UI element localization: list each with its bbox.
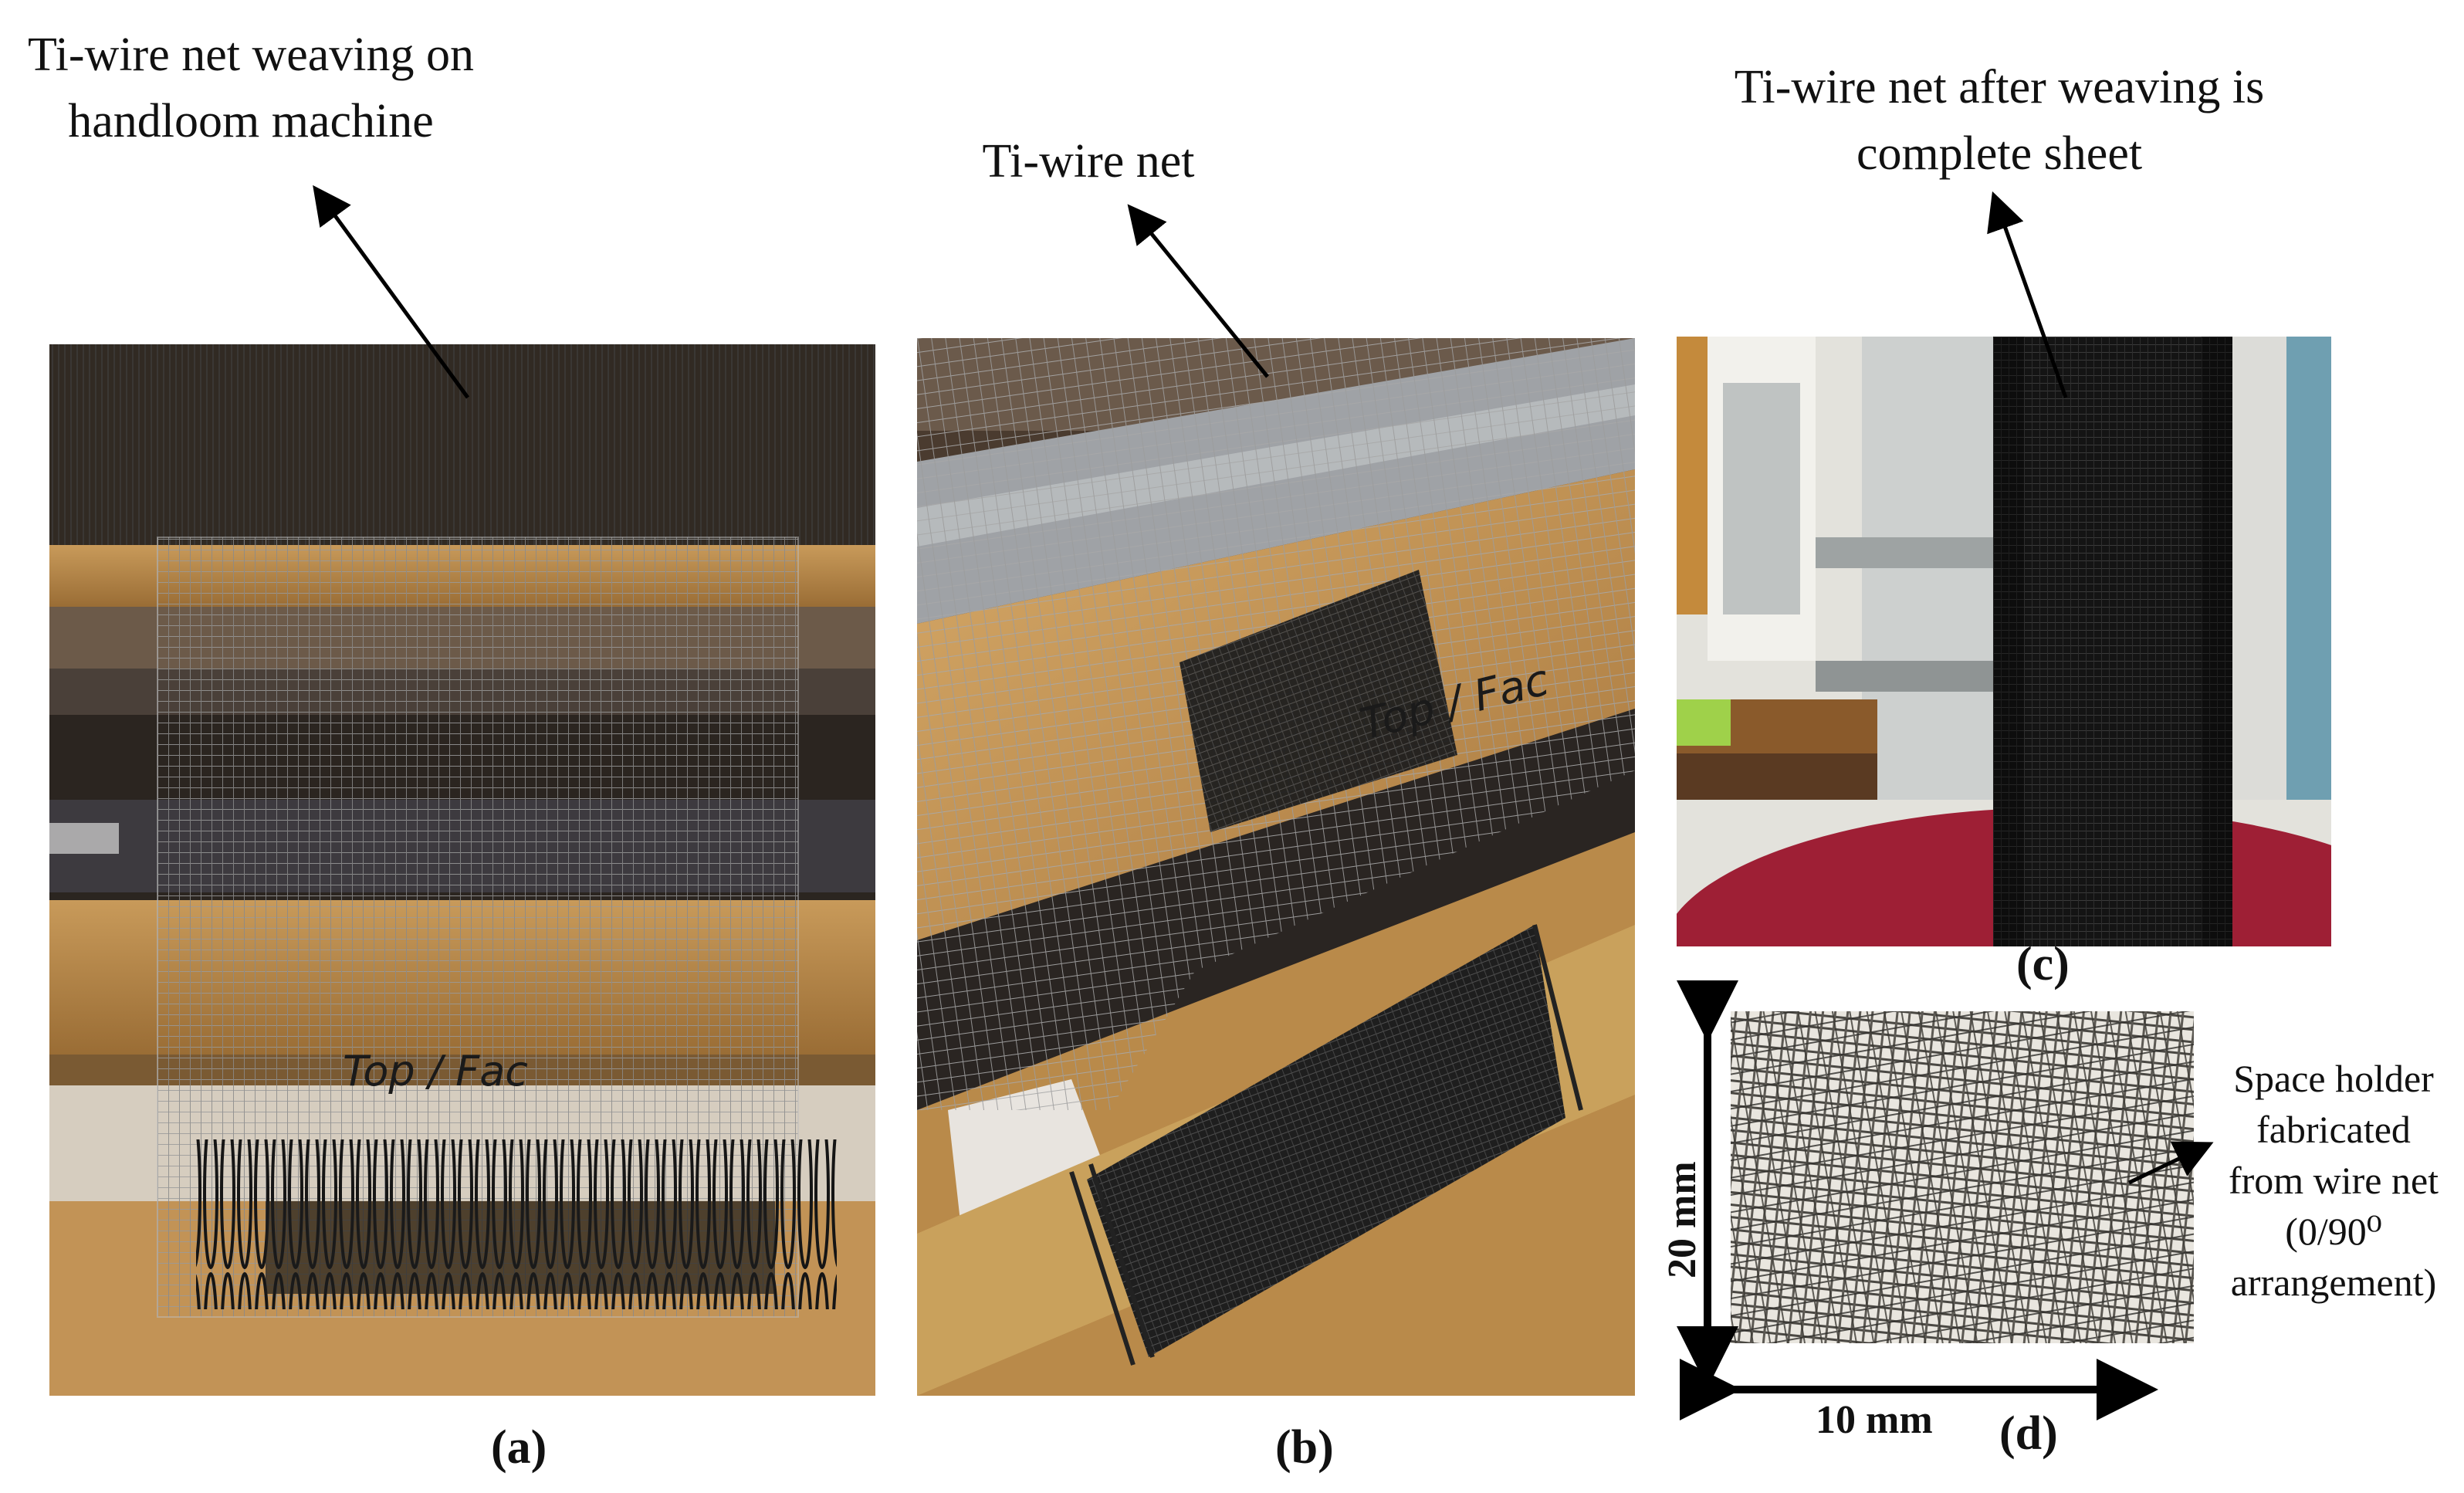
caption-a: Ti-wire net weaving on handloom machine [0,22,502,154]
label-b: (b) [1275,1421,1334,1474]
photo-panel-b: Top / Fac [917,338,1635,1396]
caption-b-line1: Ti-wire net [982,135,1195,188]
caption-c-line2: complete sheet [1856,127,2143,180]
dim-label-horizontal: 10 mm [1816,1398,1933,1442]
board-writing-a: Top / Fac [343,1047,528,1095]
caption-a-line1: Ti-wire net weaving on [27,29,474,81]
caption-c: Ti-wire net after weaving is complete sh… [1683,54,2316,187]
side-note-d: Space holder fabricated from wire net (0… [2206,1053,2461,1308]
side-note-line5: arrangement) [2230,1261,2437,1304]
photo-panel-a: Top / Fac [49,344,875,1396]
caption-a-line2: handloom machine [68,95,434,147]
photo-panel-c [1677,337,2331,946]
caption-b: Ti-wire net [911,128,1266,195]
side-note-line4: (0/90⁰ [2285,1210,2382,1253]
caption-c-line1: Ti-wire net after weaving is [1734,61,2265,113]
dim-label-vertical: 20 mm [1660,1161,1704,1278]
label-c: (c) [2016,938,2070,990]
label-d: (d) [1999,1407,2058,1460]
side-note-line2: fabricated [2256,1108,2411,1151]
label-a: (a) [491,1421,547,1474]
photo-panel-d [1723,1004,2202,1351]
side-note-line1: Space holder [2233,1057,2434,1100]
side-note-line3: from wire net [2228,1159,2439,1202]
